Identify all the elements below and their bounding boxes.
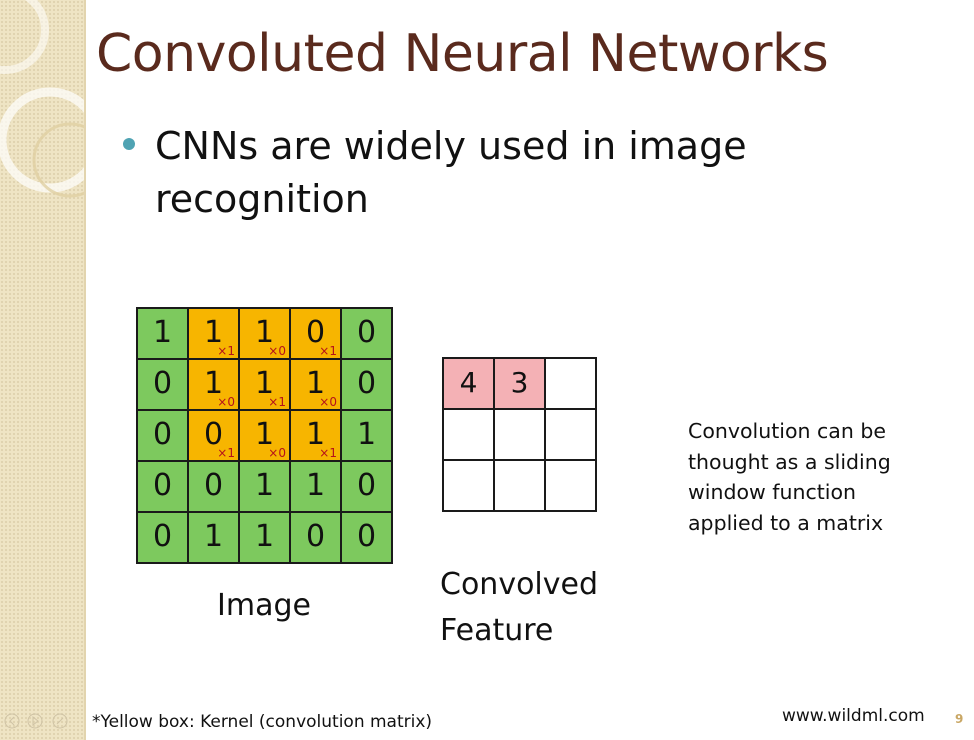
image-cell: 0 <box>341 308 392 359</box>
cell-value: 0 <box>152 468 173 503</box>
kernel-cell: 1×0 <box>290 359 341 410</box>
feature-cell-empty <box>545 358 596 409</box>
kernel-cell: 1×0 <box>239 410 290 461</box>
side-note-line: applied to a matrix <box>688 510 884 535</box>
image-cell: 1 <box>188 512 239 563</box>
image-label: Image <box>217 588 311 623</box>
cell-value: 0 <box>305 315 326 350</box>
cell-value: 1 <box>203 519 224 554</box>
kernel-cell: 1×0 <box>188 359 239 410</box>
feature-cell-filled: 3 <box>494 358 545 409</box>
cell-value: 1 <box>203 366 224 401</box>
feature-cell-empty <box>494 460 545 511</box>
page-number: 9 <box>955 712 964 726</box>
image-cell: 0 <box>137 410 188 461</box>
cell-value: 1 <box>305 366 326 401</box>
cell-value: 0 <box>152 519 173 554</box>
cell-value: 0 <box>152 417 173 452</box>
feature-cell-empty <box>494 409 545 460</box>
image-cell: 0 <box>137 461 188 512</box>
feature-cell-filled: 4 <box>443 358 494 409</box>
kernel-weight: ×0 <box>319 395 337 409</box>
feature-cell-empty <box>443 460 494 511</box>
bullet-text: CNNs are widely used in image recognitio… <box>155 124 747 221</box>
image-cell: 1 <box>290 461 341 512</box>
kernel-cell: 1×1 <box>188 308 239 359</box>
kernel-cell: 0×1 <box>290 308 341 359</box>
prev-slide-icon[interactable] <box>4 713 20 729</box>
image-cell: 0 <box>188 461 239 512</box>
kernel-weight: ×1 <box>319 446 337 460</box>
cell-value: 0 <box>305 519 326 554</box>
image-cell: 1 <box>137 308 188 359</box>
source-url: www.wildml.com <box>782 706 925 726</box>
side-note-line: thought as a sliding <box>688 449 891 474</box>
play-icon[interactable] <box>27 713 43 729</box>
side-note-line: Convolution can be <box>688 419 886 443</box>
cell-value: 1 <box>152 315 173 350</box>
cell-value: 1 <box>254 519 275 554</box>
kernel-weight: ×1 <box>319 344 337 358</box>
side-band-edge <box>84 0 86 740</box>
feature-label-line: Convolved <box>440 567 599 602</box>
kernel-weight: ×1 <box>217 344 235 358</box>
kernel-weight: ×0 <box>268 344 286 358</box>
feature-cell-empty <box>545 409 596 460</box>
kernel-weight: ×0 <box>217 395 235 409</box>
feature-label-line: Feature <box>440 613 554 648</box>
image-cell: 0 <box>341 512 392 563</box>
convolution-explanation: Convolution can be thought as a sliding wi… <box>688 416 928 538</box>
cell-value: 0 <box>356 366 377 401</box>
kernel-footnote: *Yellow box: Kernel (convolution matrix) <box>92 712 433 732</box>
cell-value: 0 <box>203 468 224 503</box>
kernel-cell: 1×1 <box>290 410 341 461</box>
bullet-dot <box>123 138 135 150</box>
cell-value: 1 <box>305 417 326 452</box>
decorative-circles <box>0 0 84 198</box>
cell-value: 0 <box>152 366 173 401</box>
image-cell: 0 <box>137 512 188 563</box>
cell-value: 0 <box>356 519 377 554</box>
kernel-cell: 1×0 <box>239 308 290 359</box>
image-cell: 0 <box>341 461 392 512</box>
feature-cell-empty <box>545 460 596 511</box>
cell-value: 0 <box>356 315 377 350</box>
kernel-weight: ×0 <box>268 446 286 460</box>
image-cell: 1 <box>239 461 290 512</box>
kernel-weight: ×1 <box>217 446 235 460</box>
pen-icon[interactable] <box>52 713 68 729</box>
image-cell: 1 <box>239 512 290 563</box>
kernel-weight: ×1 <box>268 395 286 409</box>
cell-value: 1 <box>254 366 275 401</box>
cell-value: 0 <box>356 468 377 503</box>
image-cell: 1 <box>341 410 392 461</box>
slide-nav-controls[interactable] <box>4 706 84 736</box>
side-note-line: window function <box>688 480 857 504</box>
cell-value: 1 <box>203 315 224 350</box>
cell-value: 0 <box>203 417 224 452</box>
cell-value: 1 <box>254 315 275 350</box>
cell-value: 1 <box>254 468 275 503</box>
slide-title: Convoluted Neural Networks <box>96 24 829 84</box>
image-cell: 0 <box>290 512 341 563</box>
kernel-cell: 1×1 <box>239 359 290 410</box>
cell-value: 1 <box>254 417 275 452</box>
kernel-cell: 0×1 <box>188 410 239 461</box>
image-cell: 0 <box>341 359 392 410</box>
image-cell: 0 <box>137 359 188 410</box>
cell-value: 1 <box>356 417 377 452</box>
cell-value: 1 <box>305 468 326 503</box>
feature-cell-empty <box>443 409 494 460</box>
